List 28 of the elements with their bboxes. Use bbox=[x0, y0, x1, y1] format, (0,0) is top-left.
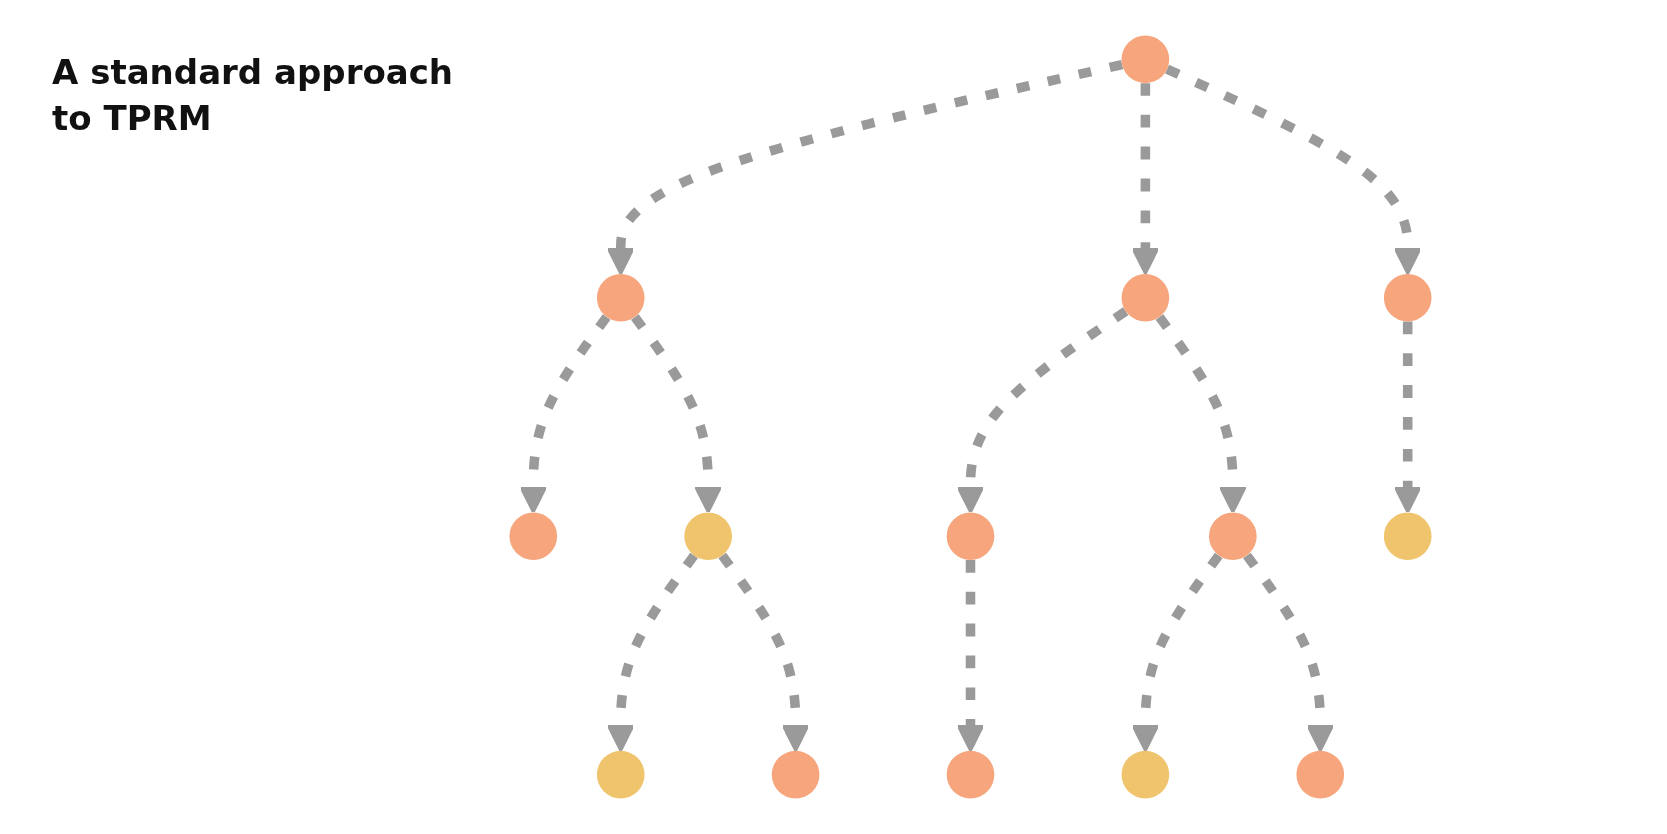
node-circle bbox=[946, 512, 994, 561]
arrow bbox=[1393, 321, 1422, 514]
arrow bbox=[606, 552, 698, 753]
arrow bbox=[956, 560, 984, 753]
arrow bbox=[956, 307, 1128, 514]
arrow bbox=[1242, 552, 1334, 753]
node-circle bbox=[683, 512, 732, 561]
node-circle bbox=[596, 750, 645, 799]
node-circle bbox=[1121, 35, 1169, 84]
arrow bbox=[1130, 83, 1159, 276]
arrow bbox=[717, 552, 810, 753]
node-circle bbox=[1121, 273, 1169, 322]
node-circle bbox=[946, 750, 994, 799]
arrow bbox=[1155, 314, 1247, 514]
arrow bbox=[1164, 64, 1422, 276]
node-circle bbox=[1383, 512, 1432, 561]
node-circle bbox=[508, 512, 557, 561]
arrow bbox=[606, 59, 1123, 276]
node-circle bbox=[771, 750, 819, 799]
title: A standard approach to TPRM bbox=[52, 51, 455, 140]
arrow bbox=[1130, 552, 1223, 753]
node-circle bbox=[1383, 273, 1432, 322]
arrow bbox=[630, 314, 722, 514]
node-circle bbox=[1295, 750, 1344, 799]
node-circle bbox=[1121, 750, 1169, 799]
node-circle bbox=[1208, 512, 1257, 561]
arrow bbox=[518, 314, 610, 514]
node-circle bbox=[596, 273, 645, 322]
